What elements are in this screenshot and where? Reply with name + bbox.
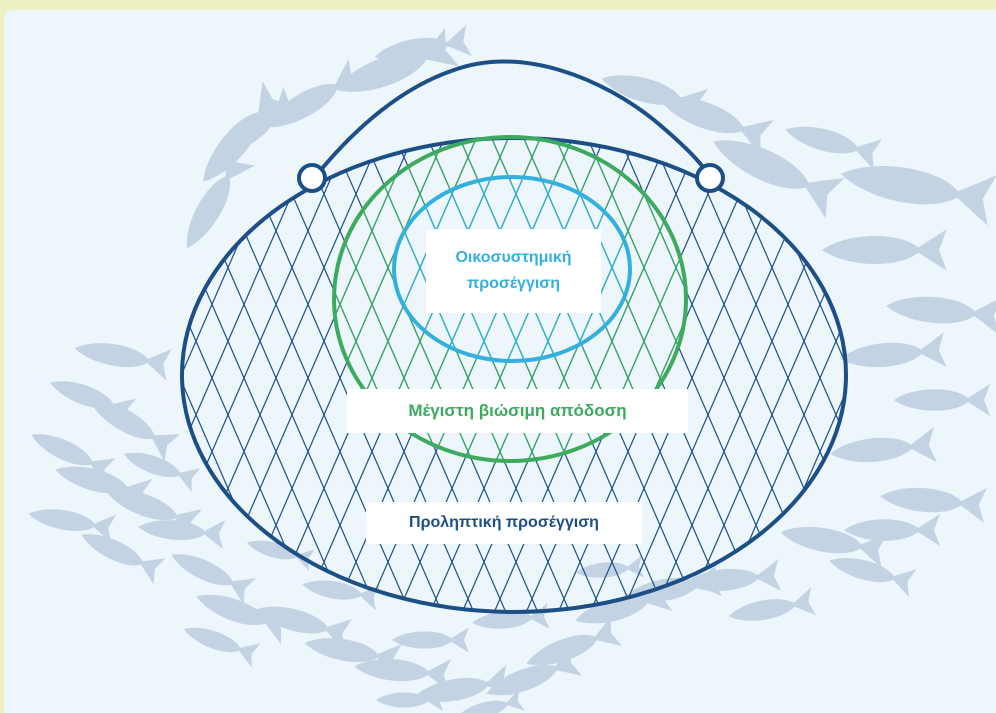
ecosystem-approach-label: Οικοσυστημική προσέγγιση [426,229,601,313]
net-ring-left [297,163,327,193]
ecosystem-boundary [392,175,632,363]
msy-label: Μέγιστη βιώσιμη απόδοση [347,389,688,433]
precautionary-approach-label: Προληπτική προσέγγιση [366,502,642,544]
fish-silhouette-icon [25,24,996,713]
fishing-net-diagram [25,24,996,713]
net-handle-rope [310,59,712,183]
ecosystem-label-line2: προσέγγιση [466,275,561,292]
msy-boundary [332,135,688,463]
net-ring-right [695,163,725,193]
diagram-canvas: Οικοσυστημική προσέγγιση Μέγιστη βιώσιμη… [4,10,996,713]
ecosystem-label-line1: Οικοσυστημική [455,249,572,266]
